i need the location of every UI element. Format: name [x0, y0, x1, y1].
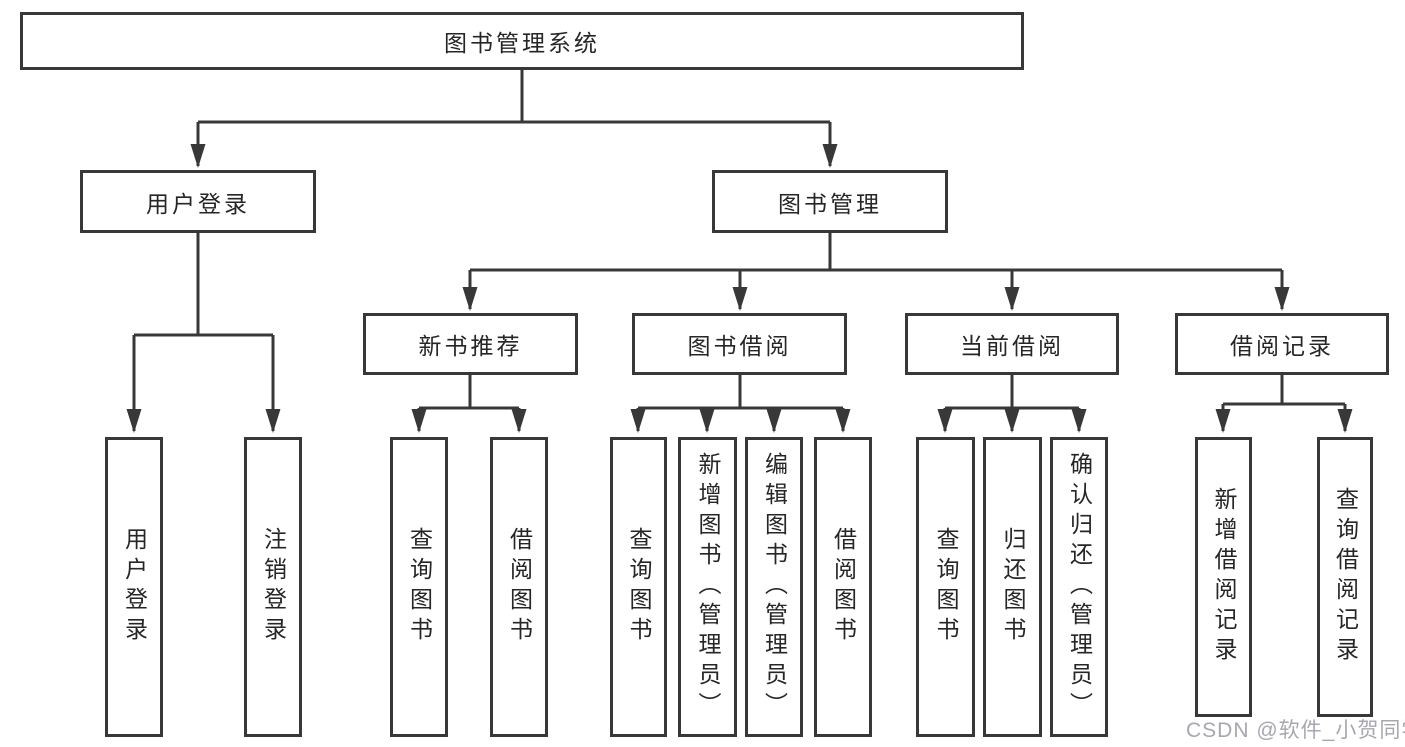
leaf-return-books-label: 归还图书: [1000, 527, 1026, 647]
leaf-add-books-admin-label: 新增图书（管理员）: [695, 452, 721, 722]
csdn-watermark: CSDN @软件_小贺同学: [1186, 719, 1405, 742]
node-current-borrow-label: 当前借阅: [960, 333, 1064, 359]
leaf-query-books-borrow: 查询图书: [610, 437, 667, 737]
node-new-book-recommend: 新书推荐: [363, 313, 578, 375]
node-book-management-label: 图书管理: [778, 190, 882, 217]
leaf-borrow-books-label: 借阅图书: [830, 527, 857, 647]
leaf-query-books-recommend: 查询图书: [390, 437, 448, 737]
node-borrow-records-label: 借阅记录: [1230, 333, 1334, 359]
node-root-label: 图书管理系统: [444, 30, 600, 56]
leaf-logout-label: 注销登录: [260, 527, 287, 647]
node-book-borrow-label: 图书借阅: [687, 333, 792, 359]
leaf-query-books-borrow-label: 查询图书: [626, 527, 652, 647]
leaf-logout: 注销登录: [244, 437, 302, 737]
leaf-confirm-return-admin-label: 确认归还（管理员）: [1066, 452, 1093, 722]
node-new-book-recommend-label: 新书推荐: [418, 333, 523, 359]
node-borrow-records: 借阅记录: [1175, 313, 1389, 375]
leaf-confirm-return-admin: 确认归还（管理员）: [1050, 437, 1108, 737]
leaf-add-borrow-record: 新增借阅记录: [1195, 437, 1252, 717]
leaf-borrow-books-recommend: 借阅图书: [490, 437, 548, 737]
leaf-user-login: 用户登录: [105, 437, 163, 737]
leaf-user-login-label: 用户登录: [121, 527, 148, 647]
leaf-query-borrow-record-label: 查询借阅记录: [1332, 487, 1359, 667]
node-book-borrow: 图书借阅: [632, 313, 847, 375]
node-current-borrow: 当前借阅: [905, 313, 1119, 375]
leaf-query-books-recommend-label: 查询图书: [406, 527, 433, 647]
leaf-return-books: 归还图书: [983, 437, 1042, 737]
node-book-management: 图书管理: [712, 170, 948, 233]
node-user-login: 用户登录: [80, 170, 316, 233]
leaf-query-books-current-label: 查询图书: [933, 527, 959, 647]
leaf-add-books-admin: 新增图书（管理员）: [678, 437, 737, 737]
node-root: 图书管理系统: [20, 12, 1024, 70]
leaf-query-borrow-record: 查询借阅记录: [1317, 437, 1373, 717]
leaf-query-books-current: 查询图书: [916, 437, 975, 737]
leaf-add-borrow-record-label: 新增借阅记录: [1211, 487, 1237, 667]
node-user-login-label: 用户登录: [146, 190, 250, 217]
leaf-borrow-books-recommend-label: 借阅图书: [506, 527, 533, 647]
leaf-borrow-books: 借阅图书: [814, 437, 872, 737]
leaf-edit-books-admin: 编辑图书（管理员）: [745, 437, 803, 737]
leaf-edit-books-admin-label: 编辑图书（管理员）: [761, 452, 788, 722]
